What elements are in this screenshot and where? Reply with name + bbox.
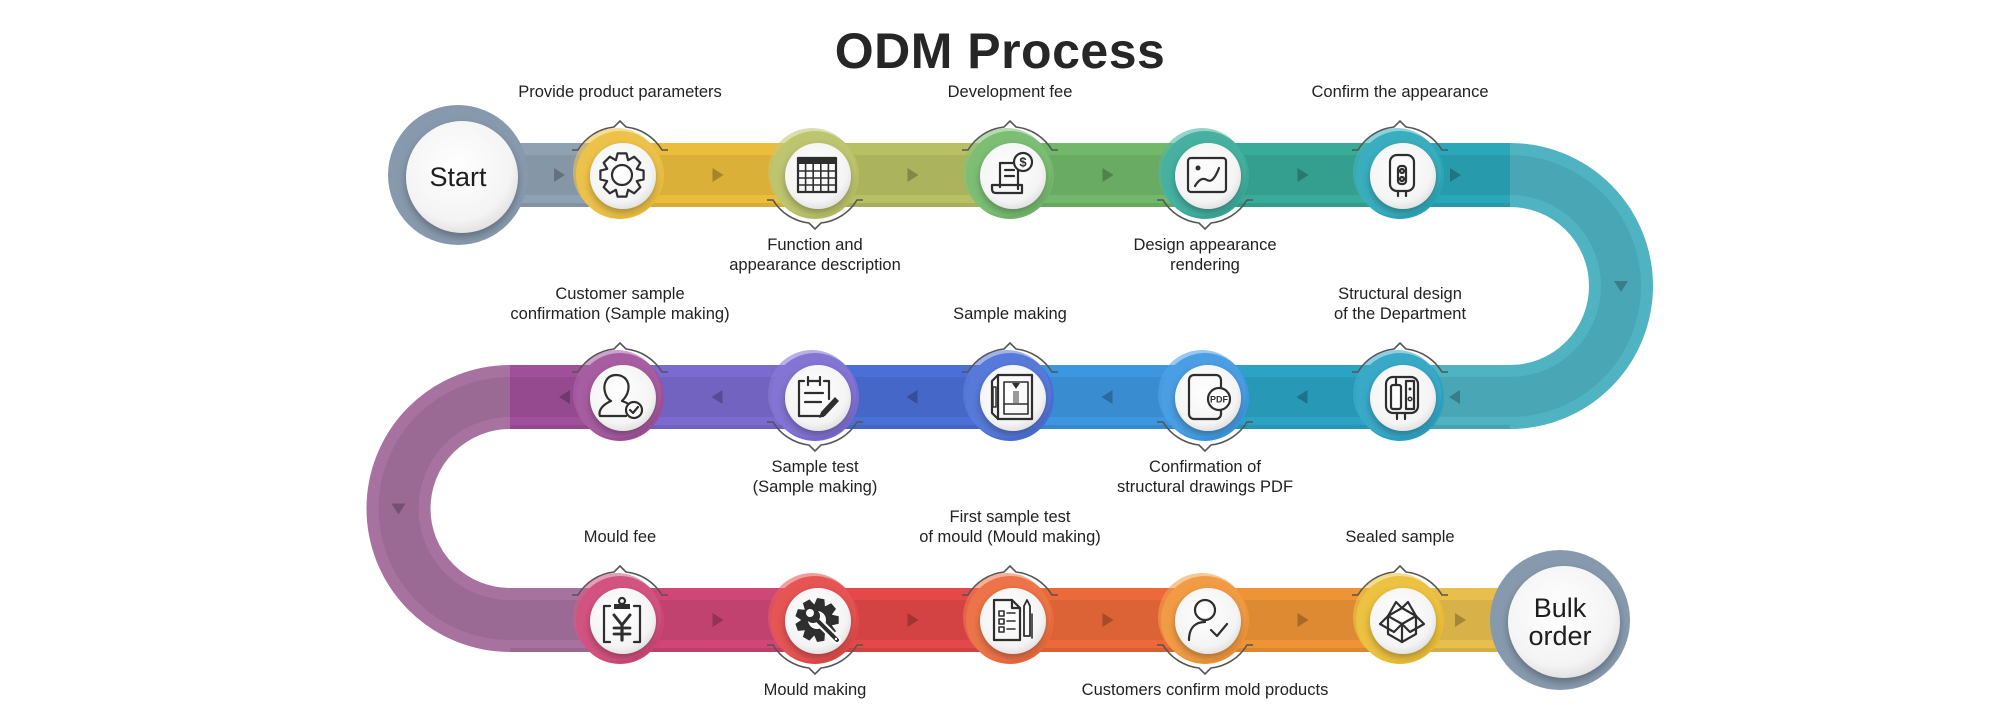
svg-text:PDF: PDF — [1210, 395, 1229, 405]
node-center — [1370, 143, 1436, 209]
pdf-document-icon: PDF — [1187, 373, 1232, 421]
flow-arrow-left — [906, 390, 918, 404]
step-node — [767, 128, 863, 231]
step-label: Sample making — [953, 305, 1067, 323]
flow-arrow-right — [907, 613, 919, 627]
flow-arrow-left — [1296, 390, 1308, 404]
step-node — [962, 341, 1058, 441]
flow-arrow-right — [1102, 613, 1114, 627]
node-center — [1370, 365, 1436, 431]
step-label: Customers confirm mold products — [1081, 681, 1329, 699]
label-bracket — [1157, 421, 1253, 453]
node-center — [1370, 588, 1436, 654]
user-check-icon — [598, 373, 644, 420]
step-label: First sample test of mould (Mould making… — [919, 508, 1101, 546]
page-title: ODM Process — [834, 23, 1166, 79]
node-center — [785, 143, 851, 209]
label-bracket — [1352, 119, 1448, 151]
step-label: Confirmation of structural drawings PDF — [1116, 458, 1294, 496]
step-node — [1352, 341, 1448, 441]
node-center — [1175, 143, 1241, 209]
step-node — [1157, 573, 1253, 676]
step-node — [767, 350, 863, 453]
label-bracket — [1352, 564, 1448, 596]
image-curve-icon — [1186, 156, 1228, 194]
gear-wrench-icon — [795, 598, 841, 644]
label-bracket — [1157, 199, 1253, 231]
step-label: Design appearance rendering — [1133, 236, 1277, 274]
label-bracket — [962, 119, 1058, 151]
step-label: Function and appearance description — [729, 236, 901, 274]
step-label: Structural design of the Department — [1333, 285, 1467, 323]
flow-arrow-right — [1102, 168, 1114, 182]
step-node — [572, 341, 668, 441]
step-node: PDF — [1157, 350, 1253, 453]
flow-arrow-right — [712, 613, 724, 627]
label-bracket — [572, 564, 668, 596]
step-label: Development fee — [947, 83, 1073, 101]
step-node — [1352, 564, 1448, 664]
label-bracket — [962, 564, 1058, 596]
label-bracket — [962, 341, 1058, 373]
step-node: $ — [962, 119, 1058, 219]
checklist-pencil-icon — [992, 598, 1033, 642]
end-node — [1490, 550, 1630, 690]
flow-arrow-right — [1297, 613, 1309, 627]
step-label: Sample test (Sample making) — [752, 458, 878, 496]
step-node — [572, 119, 668, 219]
step-label: Sealed sample — [1345, 528, 1455, 546]
gear-icon — [599, 152, 645, 198]
flow-arrow-down — [1614, 281, 1628, 292]
end-label: Bulk order — [1528, 593, 1592, 651]
step-label: Customer sample confirmation (Sample mak… — [510, 285, 730, 323]
person-check-icon — [1187, 598, 1229, 642]
label-bracket — [572, 119, 668, 151]
table-grid-icon — [796, 156, 838, 194]
step-node — [1352, 119, 1448, 219]
label-bracket — [767, 644, 863, 676]
start-node — [388, 105, 528, 245]
flow-arrow-left — [1449, 390, 1460, 404]
step-label: Mould fee — [583, 528, 657, 546]
step-label: Provide product parameters — [518, 83, 722, 101]
label-bracket — [572, 341, 668, 373]
step-label: Confirm the appearance — [1311, 83, 1489, 101]
invoice-dollar-icon: $ — [990, 151, 1034, 195]
flow-arrow-left — [1101, 390, 1113, 404]
node-center — [1175, 588, 1241, 654]
step-node — [962, 564, 1058, 664]
clipboard-yen-icon — [602, 596, 642, 644]
node-center — [590, 365, 656, 431]
step-node — [1157, 128, 1253, 231]
svg-text:$: $ — [1019, 155, 1027, 170]
flow-arrow-right — [554, 168, 565, 182]
flow-arrow-right — [712, 168, 724, 182]
label-bracket — [1352, 341, 1448, 373]
flow-arrow-right — [907, 168, 919, 182]
step-label: Mould making — [763, 681, 867, 699]
flow-arrow-right — [1450, 168, 1461, 182]
heater-cutaway-icon — [1384, 375, 1420, 421]
flow-turn-left — [366, 365, 511, 652]
label-bracket — [767, 199, 863, 231]
label-bracket — [767, 421, 863, 453]
flow-arrow-right — [1455, 613, 1466, 627]
open-box-icon — [1378, 600, 1426, 644]
3d-printer-icon — [990, 373, 1034, 421]
step-node — [767, 573, 863, 676]
flow-arrow-left — [559, 390, 570, 404]
clipboard-pen-icon — [797, 375, 839, 418]
step-node — [572, 564, 668, 664]
water-heater-icon — [1388, 153, 1416, 198]
flow-arrow-left — [711, 390, 723, 404]
start-label: Start — [429, 162, 487, 192]
label-bracket — [1157, 644, 1253, 676]
flow-arrow-right — [1297, 168, 1309, 182]
node-center — [785, 365, 851, 431]
flow-arrow-down — [391, 503, 406, 515]
